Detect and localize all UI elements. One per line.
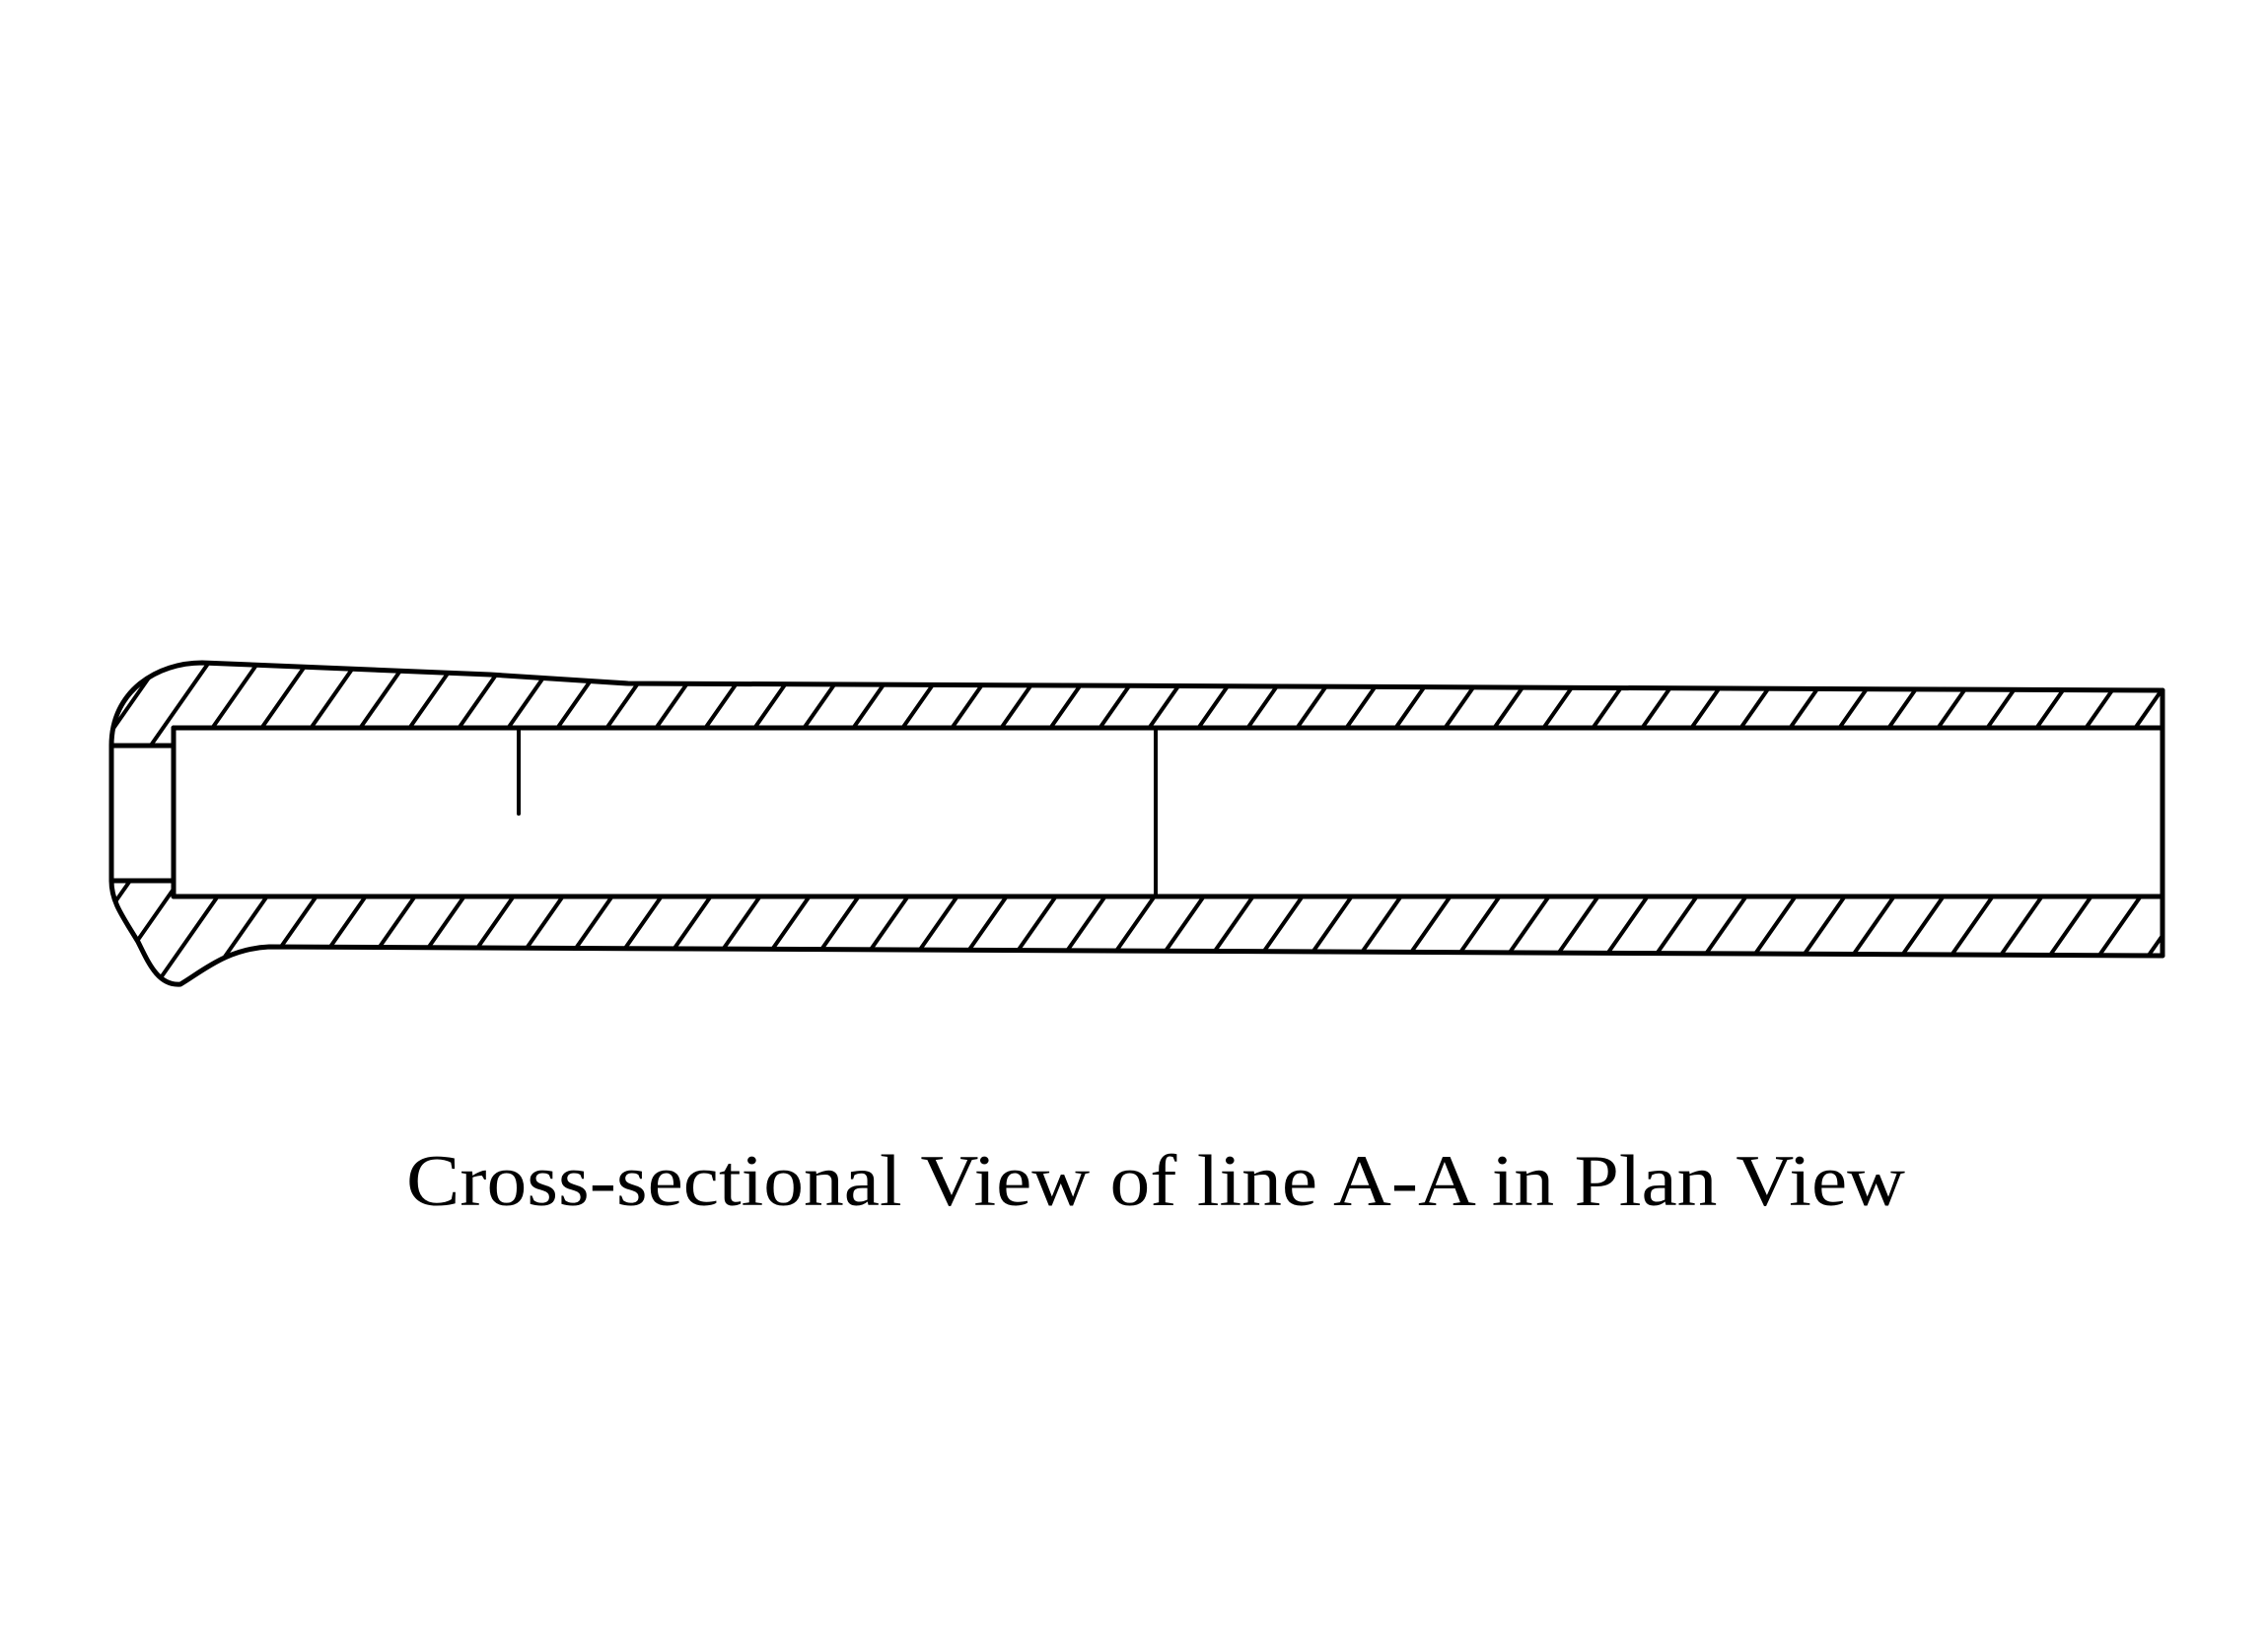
hatch-line	[1674, 663, 1747, 746]
hatch-line	[2169, 651, 2238, 750]
hatch-line	[0, 878, 83, 996]
hatch-line	[2219, 878, 2268, 996]
hatch-line	[1379, 663, 1452, 746]
hatch-line	[1773, 663, 1846, 746]
hatch-line	[1329, 663, 1402, 746]
hatch-line	[2169, 878, 2252, 996]
hatch-line	[1132, 663, 1205, 746]
hatch-line	[1477, 663, 1550, 746]
hatch-line	[688, 663, 761, 746]
hatch-line	[146, 663, 219, 746]
hatch-line	[2219, 651, 2268, 750]
hatch-line	[1428, 663, 1501, 746]
hatch-line	[1724, 663, 1797, 746]
hatch-line	[343, 663, 416, 746]
hatch-line	[590, 663, 663, 746]
hatch-line	[2069, 663, 2142, 746]
hatch-line	[0, 651, 69, 750]
top-wall-hatching	[0, 651, 2268, 750]
hatch-line	[1970, 663, 2043, 746]
hatch-line	[1231, 663, 1304, 746]
hatch-line	[886, 663, 958, 746]
hatch-line	[442, 663, 515, 746]
hatch-line	[491, 663, 564, 746]
hatch-line	[1872, 663, 1945, 746]
hatch-line	[2118, 663, 2162, 746]
hatch-line	[392, 663, 465, 746]
hatch-line	[984, 663, 1057, 746]
hatch-line	[787, 663, 860, 746]
hatch-line	[111, 881, 134, 985]
outer-bottom-contour	[108, 878, 2165, 987]
outer-top-contour	[108, 660, 2165, 749]
hatch-line	[1033, 663, 1106, 746]
hatch-line	[836, 663, 909, 746]
hatch-line	[111, 663, 120, 746]
hatch-line	[1576, 663, 1649, 746]
hatch-line	[1280, 663, 1353, 746]
hatch-line	[1181, 663, 1254, 746]
hatch-line	[639, 663, 712, 746]
hatch-line	[738, 663, 811, 746]
hatch-line	[935, 663, 1008, 746]
hatch-line	[1083, 663, 1156, 746]
hatch-line	[1921, 663, 1994, 746]
hatch-line	[1526, 663, 1599, 746]
figure-caption: Cross-sectional View of line A-A in Plan…	[406, 1141, 1906, 1222]
hatch-line	[2020, 663, 2092, 746]
hatch-line	[540, 663, 613, 746]
hatch-line	[1822, 663, 1895, 746]
hatch-line	[1625, 663, 1698, 746]
